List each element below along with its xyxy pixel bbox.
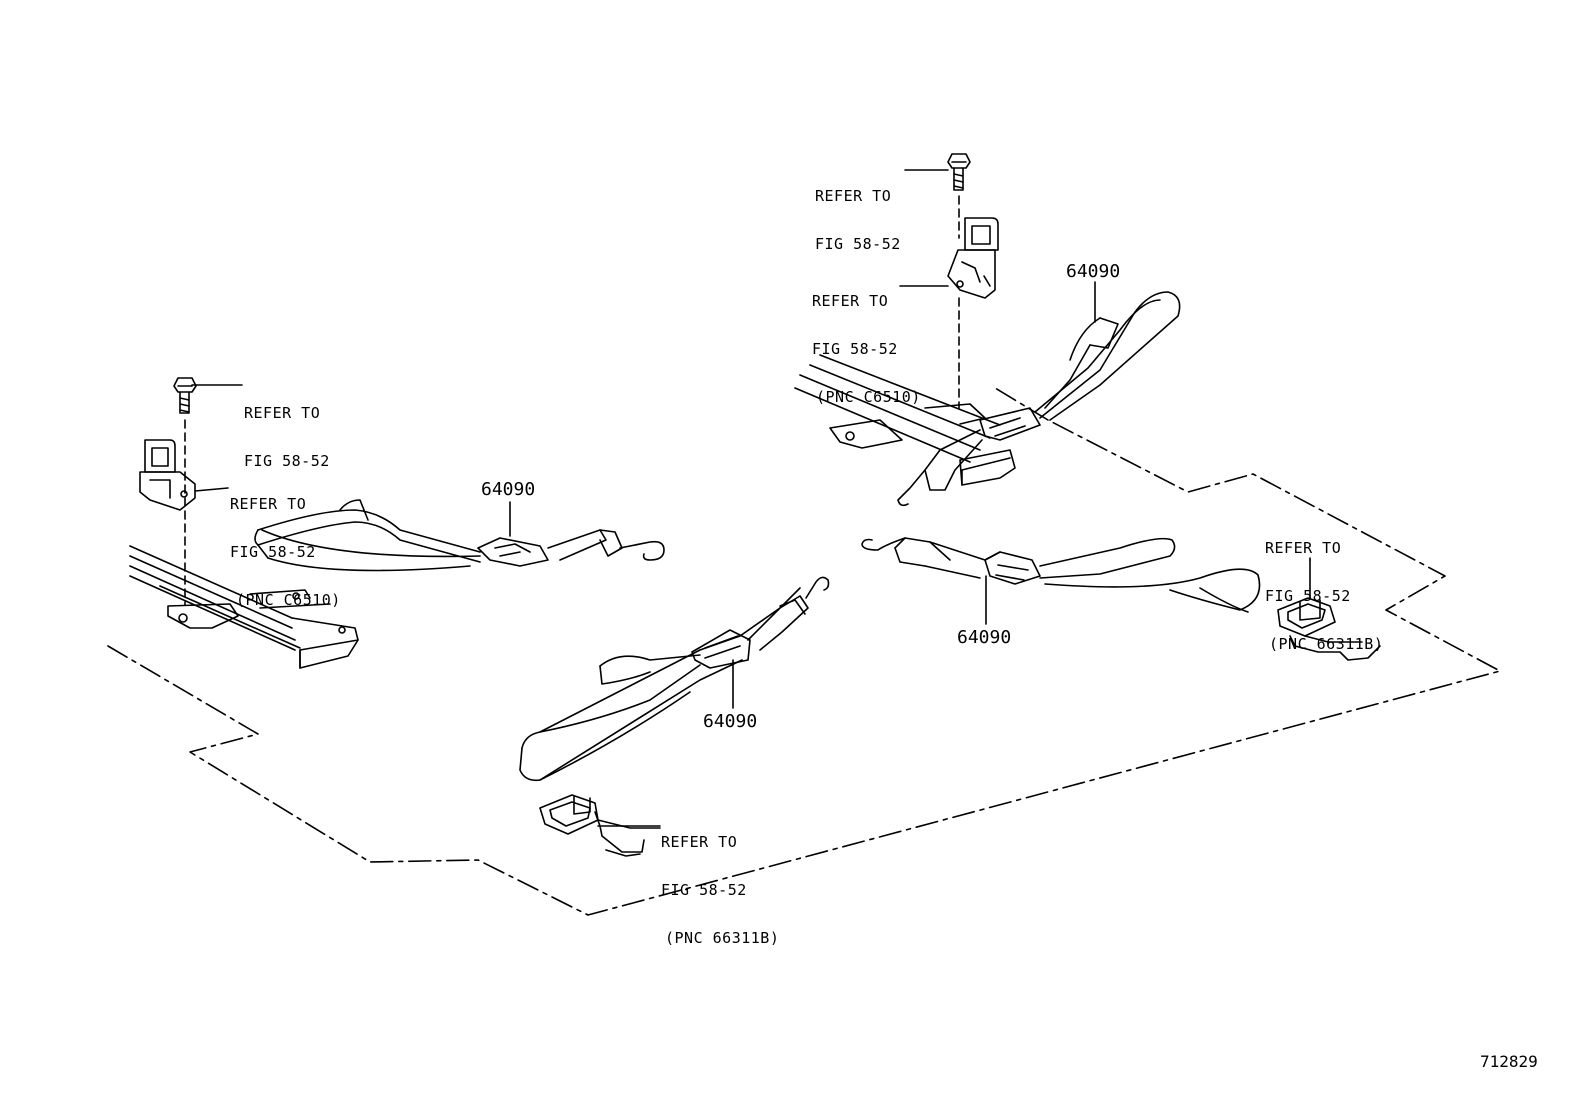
belt-top-right-icon bbox=[897, 291, 1181, 507]
callout-top-bolt-line2: FIG 58-52 bbox=[815, 235, 901, 253]
callout-top-bracket-line1: REFER TO bbox=[812, 292, 889, 310]
callout-left-bolt-line1: REFER TO bbox=[244, 404, 321, 422]
callout-left-bracket-line1: REFER TO bbox=[230, 495, 307, 513]
belt-left-icon bbox=[254, 499, 665, 572]
callout-right-hook: REFER TO FIG 58-52 (PNC 66311B) bbox=[1265, 508, 1383, 668]
part-number-belt-left: 64090 bbox=[481, 479, 536, 500]
belt-center-icon bbox=[519, 576, 830, 782]
callout-left-bolt: REFER TO FIG 58-52 bbox=[244, 373, 330, 485]
callout-right-hook-line2: FIG 58-52 bbox=[1265, 587, 1351, 605]
callout-left-bracket-line3: (PNC C6510) bbox=[236, 591, 341, 609]
callout-bottom-hook-line1: REFER TO bbox=[661, 833, 738, 851]
left-bolt-icon bbox=[173, 377, 243, 606]
belt-right-icon bbox=[861, 537, 1261, 613]
floor-outline-top bbox=[994, 387, 1049, 421]
right-tie-down-hook-icon bbox=[1277, 559, 1381, 661]
callout-left-bracket: REFER TO FIG 58-52 (PNC C6510) bbox=[230, 464, 341, 624]
part-number-belt-top-right: 64090 bbox=[1066, 261, 1121, 282]
callout-top-bolt-line1: REFER TO bbox=[815, 187, 892, 205]
callout-right-hook-line3: (PNC 66311B) bbox=[1269, 635, 1384, 653]
top-bolt-icon bbox=[904, 153, 971, 409]
callout-top-bracket-line3: (PNC C6510) bbox=[816, 388, 921, 406]
callout-top-bolt: REFER TO FIG 58-52 bbox=[815, 156, 901, 268]
callout-bottom-hook-line3: (PNC 66311B) bbox=[665, 929, 780, 947]
floor-outline bbox=[107, 419, 1501, 916]
callout-bottom-hook-line2: FIG 58-52 bbox=[661, 881, 747, 899]
callout-top-bracket: REFER TO FIG 58-52 (PNC C6510) bbox=[812, 261, 921, 421]
callout-left-bolt-line2: FIG 58-52 bbox=[244, 452, 330, 470]
part-number-belt-right: 64090 bbox=[957, 627, 1012, 648]
illustration-number: 712829 bbox=[1480, 1052, 1538, 1071]
part-number-belt-center: 64090 bbox=[703, 711, 758, 732]
top-d-ring-bracket-icon bbox=[899, 217, 999, 299]
bottom-tie-down-hook-icon bbox=[539, 794, 661, 857]
callout-right-hook-line1: REFER TO bbox=[1265, 539, 1342, 557]
left-d-ring-bracket-icon bbox=[139, 439, 229, 511]
callout-left-bracket-line2: FIG 58-52 bbox=[230, 543, 316, 561]
callout-top-bracket-line2: FIG 58-52 bbox=[812, 340, 898, 358]
callout-bottom-hook: REFER TO FIG 58-52 (PNC 66311B) bbox=[661, 802, 779, 962]
left-rail-assembly bbox=[129, 545, 359, 669]
